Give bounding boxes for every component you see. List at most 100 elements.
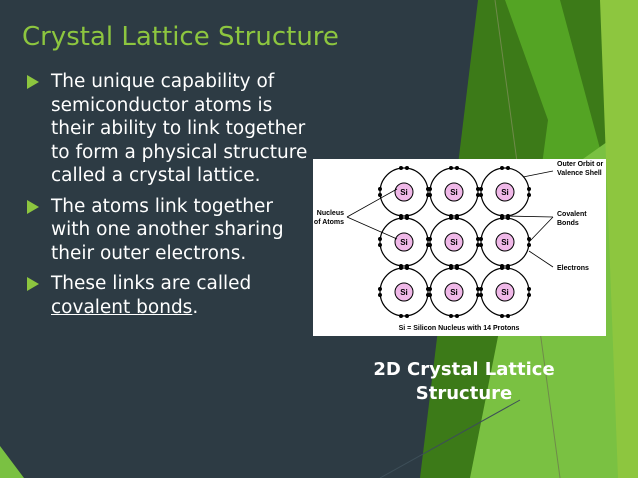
silicon-nucleus xyxy=(495,282,515,302)
electron xyxy=(506,314,510,318)
electron xyxy=(428,287,432,291)
atom-label: Si xyxy=(501,238,509,247)
electron xyxy=(527,243,531,247)
atom-label: Si xyxy=(400,188,408,197)
electron-pointer xyxy=(528,250,554,268)
electron xyxy=(378,193,382,197)
green-shape-bottom-left xyxy=(0,446,24,478)
electron xyxy=(405,166,409,170)
bullet-item: The unique capability of semiconductor a… xyxy=(24,70,314,188)
valence-shell xyxy=(379,217,429,267)
electron xyxy=(405,266,409,270)
electron xyxy=(399,266,403,270)
caption-line-2: Structure xyxy=(415,383,513,404)
electron xyxy=(506,266,510,270)
electron xyxy=(527,193,531,197)
electron xyxy=(479,243,483,247)
silicon-nucleus xyxy=(444,282,464,302)
atom-label: Si xyxy=(400,288,408,297)
bullet-item: The atoms link together with one another… xyxy=(24,195,314,266)
electron xyxy=(405,314,409,318)
silicon-nucleus xyxy=(444,232,464,252)
bond-pointer xyxy=(504,215,554,218)
label-electrons: Electrons xyxy=(557,265,589,272)
bullet-text: The unique capability of semiconductor a… xyxy=(51,71,308,186)
electron xyxy=(527,237,531,241)
bullet-item: These links are called covalent bonds. xyxy=(24,272,314,319)
valence-shell xyxy=(379,267,429,317)
electron xyxy=(527,187,531,191)
electron xyxy=(428,237,432,241)
electron xyxy=(428,293,432,297)
bond-pointer xyxy=(528,216,554,243)
electron xyxy=(449,314,453,318)
label-footer: Si = Silicon Nucleus with 14 Protons xyxy=(399,325,520,332)
electron xyxy=(476,187,480,191)
electron xyxy=(476,287,480,291)
electron xyxy=(506,216,510,220)
electron xyxy=(479,237,483,241)
bullet-text: The atoms link together with one another… xyxy=(51,195,284,264)
nucleus-pointer xyxy=(346,216,398,240)
electron xyxy=(378,187,382,191)
silicon-nucleus xyxy=(394,282,414,302)
electron xyxy=(428,187,432,191)
valence-shell xyxy=(480,267,530,317)
electron xyxy=(500,216,504,220)
electron xyxy=(399,314,403,318)
covalent-bonds-link[interactable]: covalent bonds xyxy=(51,296,193,318)
label-of-atoms: of Atoms xyxy=(314,219,344,226)
atom-label: Si xyxy=(501,188,509,197)
label-bonds: Bonds xyxy=(557,220,579,227)
electron xyxy=(378,293,382,297)
electron xyxy=(378,237,382,241)
electron xyxy=(449,266,453,270)
electron xyxy=(479,193,483,197)
valence-shell xyxy=(429,217,479,267)
electron xyxy=(399,166,403,170)
silicon-nucleus xyxy=(394,182,414,202)
atom-label: Si xyxy=(450,288,458,297)
electron xyxy=(527,293,531,297)
electron xyxy=(476,293,480,297)
electron xyxy=(455,314,459,318)
silicon-nucleus xyxy=(495,182,515,202)
label-covalent: Covalent xyxy=(557,211,587,218)
orbit-pointer xyxy=(522,170,554,178)
silicon-nucleus xyxy=(495,232,515,252)
electron xyxy=(479,187,483,191)
diagram-caption: 2D Crystal Lattice Structure xyxy=(366,358,562,406)
label-valence-shell: Valence Shell xyxy=(557,170,602,177)
electron xyxy=(506,166,510,170)
label-nucleus: Nucleus xyxy=(317,210,344,217)
silicon-nucleus xyxy=(444,182,464,202)
electron xyxy=(455,266,459,270)
valence-shell xyxy=(429,267,479,317)
valence-shell xyxy=(379,167,429,217)
atom-label: Si xyxy=(450,238,458,247)
valence-shell xyxy=(429,167,479,217)
electron xyxy=(476,193,480,197)
electron xyxy=(428,243,432,247)
electron xyxy=(479,293,483,297)
atom-label: Si xyxy=(501,288,509,297)
electron xyxy=(500,266,504,270)
green-shape-right xyxy=(600,0,638,478)
electron xyxy=(500,314,504,318)
electron xyxy=(455,216,459,220)
electron xyxy=(405,216,409,220)
electron xyxy=(476,237,480,241)
nucleus-pointer xyxy=(346,188,398,218)
bullet-text-end: . xyxy=(192,296,199,318)
bullet-arrow-icon xyxy=(27,199,39,214)
electron xyxy=(500,166,504,170)
caption-line-1: 2D Crystal Lattice xyxy=(373,359,555,380)
atom-label: Si xyxy=(450,188,458,197)
bullet-arrow-icon xyxy=(27,277,39,291)
slide-title: Crystal Lattice Structure xyxy=(22,22,339,52)
label-outer-orbit: Outer Orbit or xyxy=(557,161,604,168)
electron xyxy=(527,287,531,291)
